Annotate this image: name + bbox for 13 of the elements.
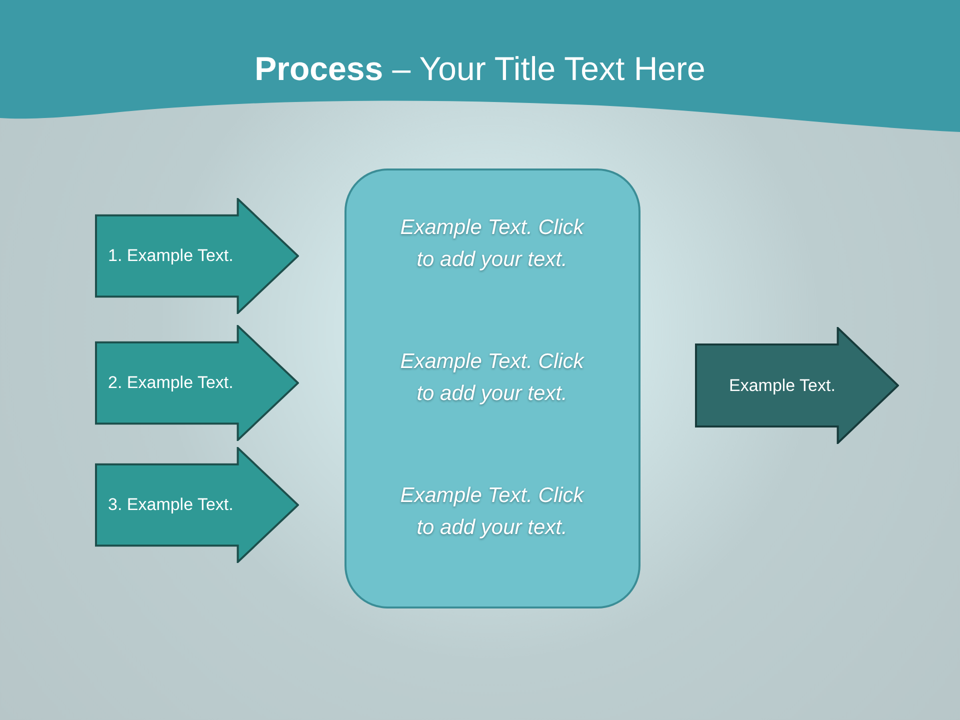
arrow-shape bbox=[95, 198, 299, 314]
panel-text: Example Text. Click to add your text. bbox=[399, 215, 586, 273]
arrow-label: 3. Example Text. bbox=[108, 495, 234, 515]
slide-title: Process – Your Title Text Here bbox=[254, 50, 706, 88]
arrow-shape bbox=[95, 325, 299, 441]
panel-text: Example Text. Click to add your text. bbox=[399, 349, 586, 407]
arrow-label: 2. Example Text. bbox=[108, 373, 234, 393]
arrow-shape bbox=[95, 447, 299, 563]
arrow-label: 1. Example Text. bbox=[108, 246, 234, 266]
rounded-text-panel bbox=[344, 168, 641, 609]
panel-text: Example Text. Click to add your text. bbox=[399, 483, 586, 541]
arrow-shape bbox=[695, 327, 899, 444]
arrow-label: Example Text. bbox=[729, 376, 836, 396]
